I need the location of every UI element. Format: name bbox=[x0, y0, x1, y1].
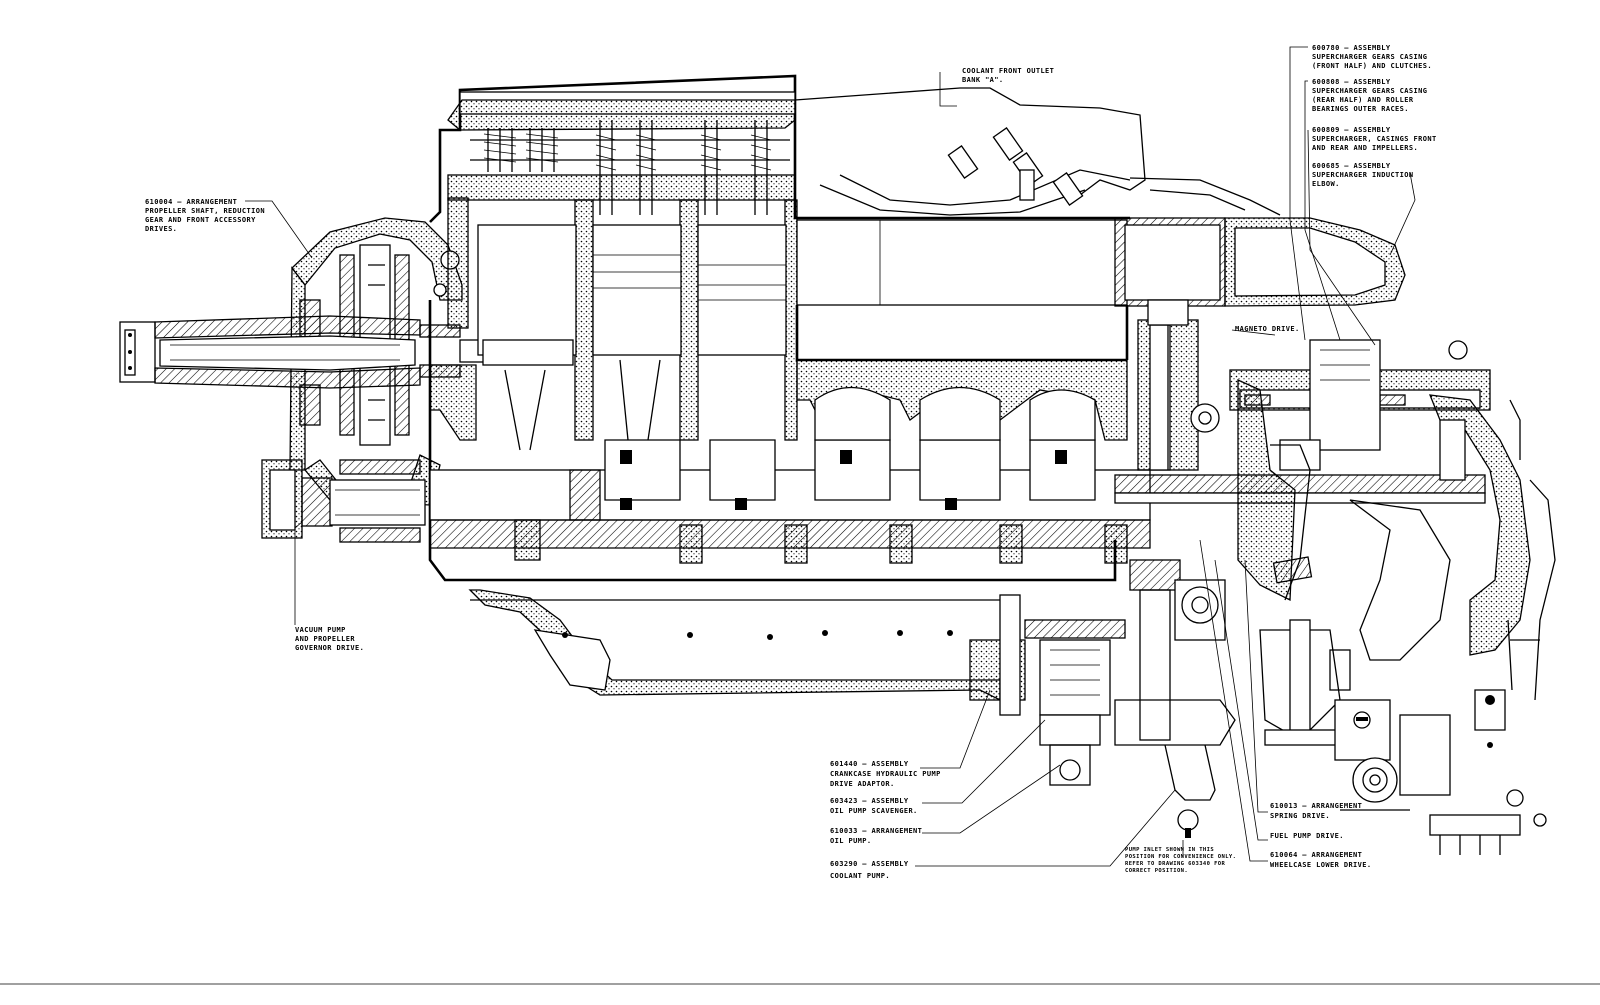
impeller bbox=[1349, 340, 1556, 748]
callout-sc-gears-front: 600780 — ASSEMBLY SUPERCHARGER GEARS CAS… bbox=[1312, 44, 1432, 70]
engine-body bbox=[119, 74, 1556, 855]
main-bearings bbox=[514, 519, 1128, 564]
oil-pump-group bbox=[969, 594, 1126, 786]
callout-coolant-pump: 603290 — ASSEMBLY COOLANT PUMP. bbox=[830, 860, 913, 880]
coolant-pump bbox=[1114, 559, 1236, 838]
callout-prop-shaft: 610004 — ARRANGEMENT PROPELLER SHAFT, RE… bbox=[145, 198, 270, 233]
callout-wheelcase: 610064 — ARRANGEMENT WHEELCASE LOWER DRI… bbox=[1270, 851, 1372, 869]
callout-fuel-pump: FUEL PUMP DRIVE. bbox=[1270, 832, 1344, 840]
fuel-pump bbox=[1334, 619, 1547, 855]
callout-vacuum-pump: VACUUM PUMP AND PROPELLER GOVERNOR DRIVE… bbox=[295, 626, 364, 652]
leader-lines bbox=[245, 46, 1416, 867]
cylinder-block bbox=[795, 217, 1406, 362]
crankshaft bbox=[429, 386, 1151, 564]
intake-manifold bbox=[794, 87, 1281, 216]
callout-spring-drive: 610013 — ARRANGEMENT SPRING DRIVE. bbox=[1270, 802, 1367, 820]
callout-oil-pump: 610033 — ARRANGEMENT OIL PUMP. bbox=[830, 827, 927, 845]
valve-springs bbox=[483, 120, 772, 215]
propeller-shaft bbox=[119, 315, 486, 389]
cylinder-head bbox=[447, 91, 798, 441]
callout-oil-scav: 603423 — ASSEMBLY OIL PUMP SCAVENGER. bbox=[830, 797, 918, 815]
callout-coolant-outlet: COOLANT FRONT OUTLET BANK "A". bbox=[962, 67, 1059, 84]
callout-magneto: MAGNETO DRIVE. bbox=[1235, 325, 1300, 333]
callout-sc-casings: 600809 — ASSEMBLY SUPERCHARGER, CASINGS … bbox=[1312, 126, 1441, 152]
callout-labels: 610004 — ARRANGEMENT PROPELLER SHAFT, RE… bbox=[145, 44, 1441, 880]
callout-hyd-pump: 601440 — ASSEMBLY CRANKCASE HYDRAULIC PU… bbox=[830, 760, 945, 788]
oil-sump bbox=[468, 589, 1001, 702]
callout-pump-inlet: PUMP INLET SHOWN IN THIS POSITION FOR CO… bbox=[1125, 847, 1240, 874]
cylinders bbox=[477, 224, 787, 451]
supercharger-gear-case bbox=[1114, 319, 1491, 504]
vacuum-pump-drive bbox=[261, 459, 426, 543]
callout-sc-elbow: 600685 — ASSEMBLY SUPERCHARGER INDUCTION… bbox=[1312, 162, 1418, 188]
callout-sc-gears-rear: 600808 — ASSEMBLY SUPERCHARGER GEARS CAS… bbox=[1312, 78, 1432, 113]
wheelcase bbox=[1237, 378, 1351, 746]
